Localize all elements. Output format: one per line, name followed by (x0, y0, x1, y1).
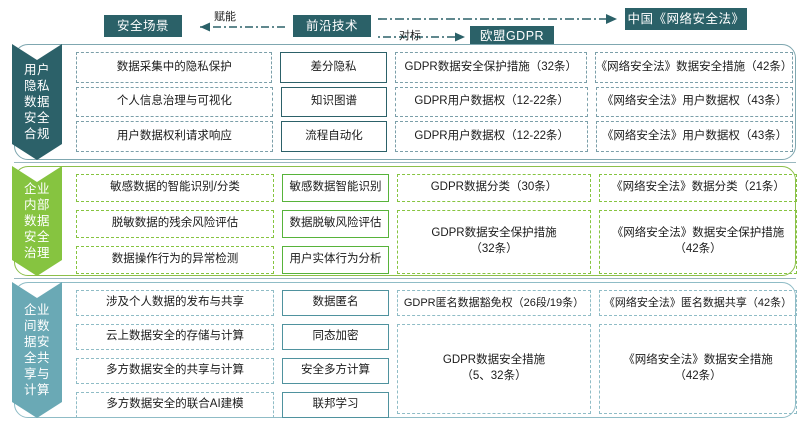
matrix-row: 数据采集中的隐私保护 差分隐私 GDPR数据安全保护措施（32条） 《网络安全法… (76, 50, 793, 85)
gdpr-column: GDPR匿名数据豁免权（26段/19条） GDPR数据安全措施（5、32条） (397, 290, 591, 418)
matrix-row: 用户数据权利请求响应 流程自动化 GDPR用户数据权（12-22条） 《网络安全… (76, 119, 793, 154)
cell-gdpr[interactable]: GDPR用户数据权（12-22条） (395, 121, 589, 153)
header-connectors (200, 14, 617, 42)
cell-law[interactable]: 《网络安全法》匿名数据共享（42条） (599, 290, 797, 316)
cell-gdpr-merged[interactable]: GDPR数据安全保护措施（32条） (397, 210, 591, 274)
section-panel (14, 282, 796, 418)
section-badge-enterprise-internal[interactable]: 企业内部数据安全治理 (12, 166, 62, 276)
law-column: 《网络安全法》匿名数据共享（42条） 《网络安全法》数据安全措施（42条） (599, 290, 797, 418)
section-enterprise-sharing: 企业间数据安全共享与计算 涉及个人数据的发布与共享 云上数据安全的存储与计算 多… (0, 282, 803, 418)
cell-tech[interactable]: 安全多方计算 (282, 358, 389, 384)
cell-scene[interactable]: 多方数据安全的联合AI建模 (76, 392, 274, 418)
header-flow: 安全场景 前沿技术 欧盟GDPR 中国《网络安全法》 赋能 对标 (0, 0, 803, 47)
matrix-row: 敏感数据的智能识别/分类 脱敏数据的残余风险评估 数据操作行为的异常检测 敏感数… (76, 172, 797, 276)
cell-law[interactable]: 《网络安全法》用户数据权（43条） (596, 86, 793, 118)
section-enterprise-internal: 企业内部数据安全治理 敏感数据的智能识别/分类 脱敏数据的残余风险评估 数据操作… (0, 166, 803, 276)
cell-tech[interactable]: 流程自动化 (280, 121, 388, 153)
matrix-row: 涉及个人数据的发布与共享 云上数据安全的存储与计算 多方数据安全的共享与计算 多… (76, 288, 797, 420)
chip-frontier-tech[interactable]: 前沿技术 (293, 15, 371, 37)
cell-gdpr[interactable]: GDPR数据分类（30条） (397, 174, 591, 202)
section-panel (14, 166, 796, 276)
label-empower: 赋能 (214, 11, 236, 23)
cell-gdpr[interactable]: GDPR用户数据权（12-22条） (395, 86, 589, 118)
tech-column: 数据匿名 同态加密 安全多方计算 联邦学习 (282, 290, 389, 418)
scene-column: 涉及个人数据的发布与共享 云上数据安全的存储与计算 多方数据安全的共享与计算 多… (76, 290, 274, 418)
cell-tech[interactable]: 敏感数据智能识别 (282, 174, 389, 202)
cell-gdpr[interactable]: GDPR数据安全保护措施（32条） (394, 52, 587, 83)
section-divider (14, 162, 796, 163)
section-rows: 数据采集中的隐私保护 差分隐私 GDPR数据安全保护措施（32条） 《网络安全法… (76, 50, 793, 154)
cell-tech[interactable]: 同态加密 (282, 324, 389, 350)
cell-law[interactable]: 《网络安全法》数据安全措施（42条） (594, 52, 793, 83)
cell-tech[interactable]: 知识图谱 (280, 86, 388, 118)
cell-gdpr-merged[interactable]: GDPR数据安全措施（5、32条） (397, 324, 591, 414)
law-column: 《网络安全法》数据分类（21条） 《网络安全法》数据安全保护措施（42条） (599, 174, 797, 274)
tech-column: 敏感数据智能识别 数据脱敏风险评估 用户实体行为分析 (282, 174, 389, 274)
label-benchmark: 对标 (399, 30, 421, 42)
chip-security-scene[interactable]: 安全场景 (104, 15, 182, 37)
cell-scene[interactable]: 云上数据安全的存储与计算 (76, 324, 274, 350)
section-badge-enterprise-sharing[interactable]: 企业间数据安全共享与计算 (12, 282, 62, 418)
section-badge-user-privacy[interactable]: 用户隐私数据安全合规 (12, 44, 62, 160)
cell-tech[interactable]: 用户实体行为分析 (282, 246, 389, 274)
cell-tech[interactable]: 联邦学习 (282, 392, 389, 418)
cell-tech[interactable]: 数据脱敏风险评估 (282, 210, 389, 238)
section-panel (14, 44, 796, 160)
matrix-body: 用户隐私数据安全合规 数据采集中的隐私保护 差分隐私 GDPR数据安全保护措施（… (0, 44, 803, 421)
gdpr-column: GDPR数据分类（30条） GDPR数据安全保护措施（32条） (397, 174, 591, 274)
cell-tech[interactable]: 差分隐私 (280, 52, 387, 83)
matrix-row: 个人信息治理与可视化 知识图谱 GDPR用户数据权（12-22条） 《网络安全法… (76, 85, 793, 120)
chip-eu-gdpr[interactable]: 欧盟GDPR (470, 26, 554, 47)
cell-scene[interactable]: 数据操作行为的异常检测 (76, 246, 274, 274)
section-rows: 涉及个人数据的发布与共享 云上数据安全的存储与计算 多方数据安全的共享与计算 多… (76, 288, 797, 418)
cell-scene[interactable]: 个人信息治理与可视化 (76, 86, 273, 118)
empower-arrow (200, 22, 285, 32)
cell-scene[interactable]: 脱敏数据的残余风险评估 (76, 210, 274, 238)
cell-law[interactable]: 《网络安全法》用户数据权（43条） (596, 121, 793, 153)
scene-column: 敏感数据的智能识别/分类 脱敏数据的残余风险评估 数据操作行为的异常检测 (76, 174, 274, 274)
benchmark-arrow (378, 32, 465, 42)
section-rows: 敏感数据的智能识别/分类 脱敏数据的残余风险评估 数据操作行为的异常检测 敏感数… (76, 172, 797, 274)
cell-tech[interactable]: 数据匿名 (282, 290, 389, 316)
cell-law[interactable]: 《网络安全法》数据分类（21条） (599, 174, 797, 202)
cell-scene[interactable]: 多方数据安全的共享与计算 (76, 358, 274, 384)
section-user-privacy: 用户隐私数据安全合规 数据采集中的隐私保护 差分隐私 GDPR数据安全保护措施（… (0, 44, 803, 160)
mapping-arrow (378, 14, 617, 24)
cell-scene[interactable]: 数据采集中的隐私保护 (76, 52, 273, 83)
chip-china-cybersecurity-law[interactable]: 中国《网络安全法》 (625, 8, 747, 30)
cell-law-merged[interactable]: 《网络安全法》数据安全保护措施（42条） (599, 210, 797, 274)
cell-gdpr[interactable]: GDPR匿名数据豁免权（26段/19条） (397, 290, 591, 316)
cell-scene[interactable]: 敏感数据的智能识别/分类 (76, 174, 274, 202)
cell-scene[interactable]: 涉及个人数据的发布与共享 (76, 290, 274, 316)
cell-scene[interactable]: 用户数据权利请求响应 (76, 121, 273, 153)
cell-law-merged[interactable]: 《网络安全法》数据安全措施（42条） (599, 324, 797, 414)
section-divider (14, 278, 796, 279)
